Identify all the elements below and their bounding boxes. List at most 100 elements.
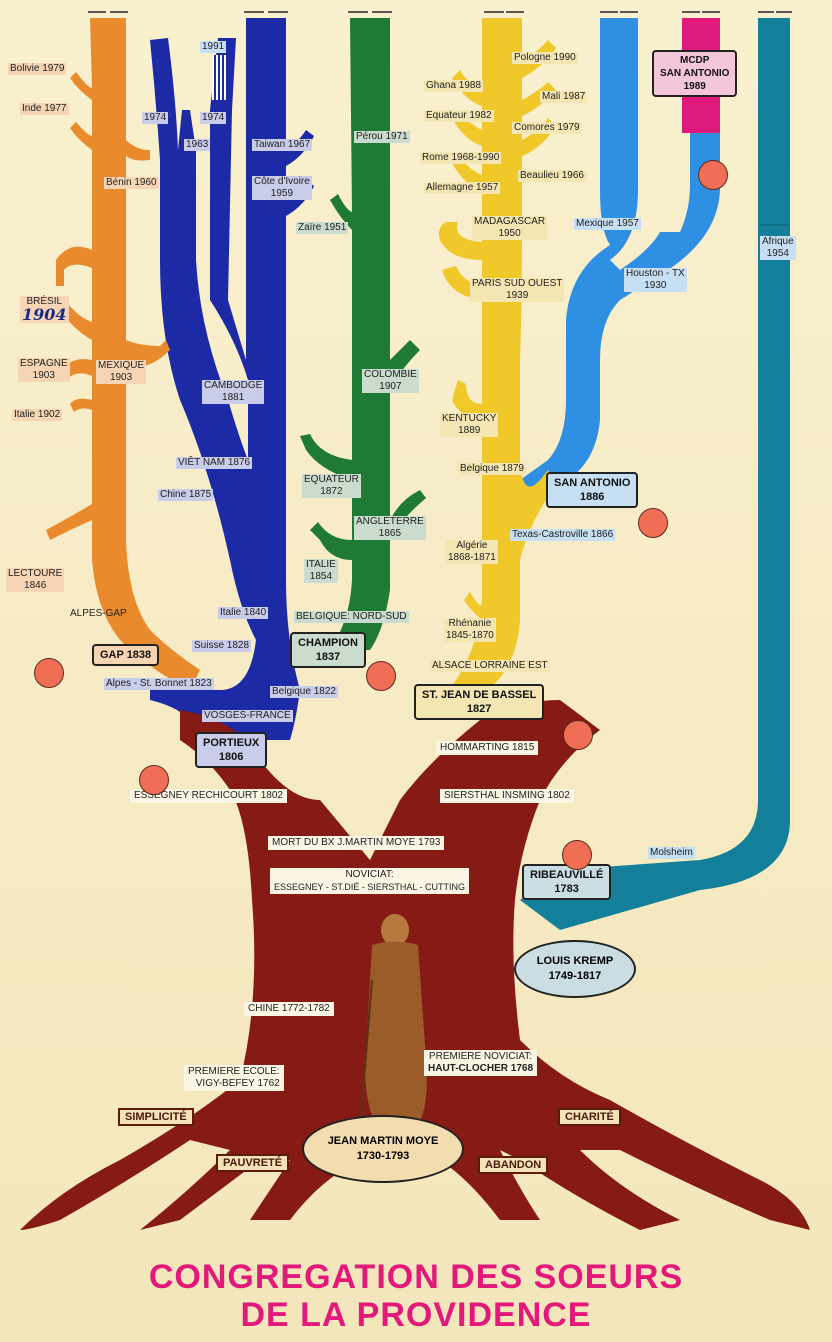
box-ribeauville: RIBEAUVILLÉ 1783 xyxy=(522,864,612,900)
marker-dot xyxy=(34,658,64,688)
box-mcdp-place: SAN ANTONIO xyxy=(660,68,730,79)
label-espagne: ESPAGNE 1903 xyxy=(18,358,70,382)
label-kentucky-name: KENTUCKY xyxy=(442,413,497,424)
box-mcdp: MCDP SAN ANTONIO 1989 xyxy=(652,50,738,97)
box-stjean-year: 1827 xyxy=(466,703,492,715)
label-beaulieu: Beaulieu 1966 xyxy=(518,170,586,182)
label-colombie: COLOMBIE 1907 xyxy=(362,369,419,393)
label-premiere-noviciat-place: HAUT-CLOCHER 1768 xyxy=(428,1063,534,1074)
label-bresil: BRÉSIL 1904 xyxy=(20,296,69,323)
box-ribeauville-name: RIBEAUVILLÉ xyxy=(530,869,604,881)
label-italie-1902: Italie 1902 xyxy=(12,409,63,421)
label-vosges-france: VOSGES-FRANCE xyxy=(202,710,293,722)
box-mcdp-year: 1989 xyxy=(683,81,706,92)
label-inde: Inde 1977 xyxy=(20,103,69,115)
box-st-jean-de-bassel: ST. JEAN DE BASSEL 1827 xyxy=(414,684,545,720)
box-champion-year: 1837 xyxy=(315,651,341,663)
label-molsheim: Molsheim xyxy=(648,847,695,859)
box-mcdp-name: MCDP xyxy=(680,55,710,66)
oval-kremp-years: 1749-1817 xyxy=(548,970,602,982)
label-chine-1875: Chine 1875 xyxy=(158,489,214,501)
label-italie-1840: Italie 1840 xyxy=(218,607,269,619)
label-paris-sud-ouest: PARIS SUD OUEST 1939 xyxy=(470,278,565,302)
label-noviciat: NOVICIAT: ESSEGNEY - ST.DIÉ - SIERSTHAL … xyxy=(270,868,470,894)
label-premiere-noviciat-title: PREMIERE NOVICIAT: xyxy=(428,1051,533,1062)
label-noviciat-places: ESSEGNEY - ST.DIÉ - SIERSTHAL - CUTTING xyxy=(274,882,466,892)
label-cote-ivoire: Côte d'Ivoire 1959 xyxy=(252,176,312,200)
label-madagascar-year: 1950 xyxy=(498,228,521,239)
label-essegney: ESSEGNEY RECHICOURT 1802 xyxy=(130,789,287,803)
label-kentucky: KENTUCKY 1889 xyxy=(440,413,499,437)
label-rome: Rome 1968-1990 xyxy=(420,152,502,164)
label-siersthal: SIERSTHAL INSMING 1802 xyxy=(440,789,574,803)
blue-branch xyxy=(150,18,300,740)
label-lectoure-name: LECTOURE xyxy=(8,568,63,579)
label-bresil-year: 1904 xyxy=(22,305,67,324)
oval-moye-name: JEAN MARTIN MOYE xyxy=(327,1135,439,1147)
label-algerie-name: Algérie xyxy=(456,540,488,551)
label-afrique-name: Afrique xyxy=(762,236,794,247)
label-houston-name: Houston - TX xyxy=(626,268,685,279)
label-belgique-1879: Belgique 1879 xyxy=(458,463,526,475)
label-espagne-name: ESPAGNE xyxy=(20,358,68,369)
box-portieux-name: PORTIEUX xyxy=(203,737,260,749)
marker-dot xyxy=(563,720,593,750)
oval-kremp-name: LOUIS KREMP xyxy=(536,955,614,967)
label-afrique: Afrique 1954 xyxy=(760,236,796,260)
label-lectoure: LECTOURE 1846 xyxy=(6,568,65,592)
oval-jean-martin-moye: JEAN MARTIN MOYE 1730-1793 xyxy=(302,1115,464,1183)
label-madagascar-name: MADAGASCAR xyxy=(474,216,546,227)
virtue-simplicite: SIMPLICITÉ xyxy=(118,1108,194,1126)
label-bolivie: Bolivie 1979 xyxy=(8,63,67,75)
page-title-line1: CONGREGATION DES SOEURS xyxy=(148,1258,684,1296)
label-italie-1854-name: ITALIE xyxy=(306,559,336,570)
box-sanantonio-year: 1886 xyxy=(579,491,605,503)
label-madagascar: MADAGASCAR 1950 xyxy=(472,216,548,240)
label-premiere-noviciat: PREMIERE NOVICIAT: HAUT-CLOCHER 1768 xyxy=(424,1050,538,1076)
label-cambodge: CAMBODGE 1881 xyxy=(202,380,265,404)
box-san-antonio: SAN ANTONIO 1886 xyxy=(546,472,639,508)
label-rhenanie-name: Rhénanie xyxy=(448,618,492,629)
label-angleterre-name: ANGLETERRE xyxy=(356,516,424,527)
marker-dot xyxy=(139,765,169,795)
oval-louis-kremp: LOUIS KREMP 1749-1817 xyxy=(514,940,636,998)
label-cote-year: 1959 xyxy=(270,188,294,199)
label-espagne-year: 1903 xyxy=(32,370,55,381)
label-comores: Comores 1979 xyxy=(512,122,582,134)
label-afrique-year: 1954 xyxy=(766,248,789,259)
box-champion-name: CHAMPION xyxy=(298,637,358,649)
box-stjean-name: ST. JEAN DE BASSEL xyxy=(422,689,537,701)
label-italie-1854-year: 1854 xyxy=(309,571,333,582)
label-pologne: Pologne 1990 xyxy=(512,52,578,64)
marker-dot xyxy=(562,840,592,870)
orange-branch xyxy=(46,18,200,690)
teal-branch xyxy=(520,18,790,930)
label-mali: Mali 1987 xyxy=(540,91,588,103)
label-noviciat-title: NOVICIAT: xyxy=(345,869,394,880)
label-chine-1772: CHINE 1772-1782 xyxy=(244,1002,334,1016)
green-branch xyxy=(300,18,426,650)
box-champion: CHAMPION 1837 xyxy=(290,632,366,668)
label-1991: 1991 xyxy=(200,41,227,53)
box-portieux: PORTIEUX 1806 xyxy=(195,732,268,768)
label-houston-year: 1930 xyxy=(644,280,667,291)
label-equateur-1982: Equateur 1982 xyxy=(424,110,494,122)
label-perou: Pérou 1971 xyxy=(354,131,410,143)
label-premiere-ecole-title: PREMIERE ECOLE: xyxy=(188,1066,280,1077)
label-premiere-ecole: PREMIERE ECOLE: VIGY-BEFEY 1762 xyxy=(184,1065,284,1091)
label-lectoure-year: 1846 xyxy=(24,580,47,591)
label-angleterre-year: 1865 xyxy=(378,528,402,539)
label-mexique: MEXIQUE 1903 xyxy=(96,360,147,384)
sky-branch xyxy=(520,18,720,500)
box-gap: GAP 1838 xyxy=(92,644,160,666)
oval-moye-years: 1730-1793 xyxy=(356,1150,410,1162)
virtue-pauvrete: PAUVRETÉ xyxy=(216,1154,290,1172)
label-rhenanie-year: 1845-1870 xyxy=(446,630,494,641)
label-bresil-name: BRÉSIL xyxy=(26,296,63,307)
label-1963: 1963 xyxy=(184,139,211,151)
label-paris-year: 1939 xyxy=(506,290,529,301)
label-kentucky-year: 1889 xyxy=(458,425,481,436)
label-ghana: Ghana 1988 xyxy=(424,80,484,92)
label-colombie-year: 1907 xyxy=(379,381,402,392)
